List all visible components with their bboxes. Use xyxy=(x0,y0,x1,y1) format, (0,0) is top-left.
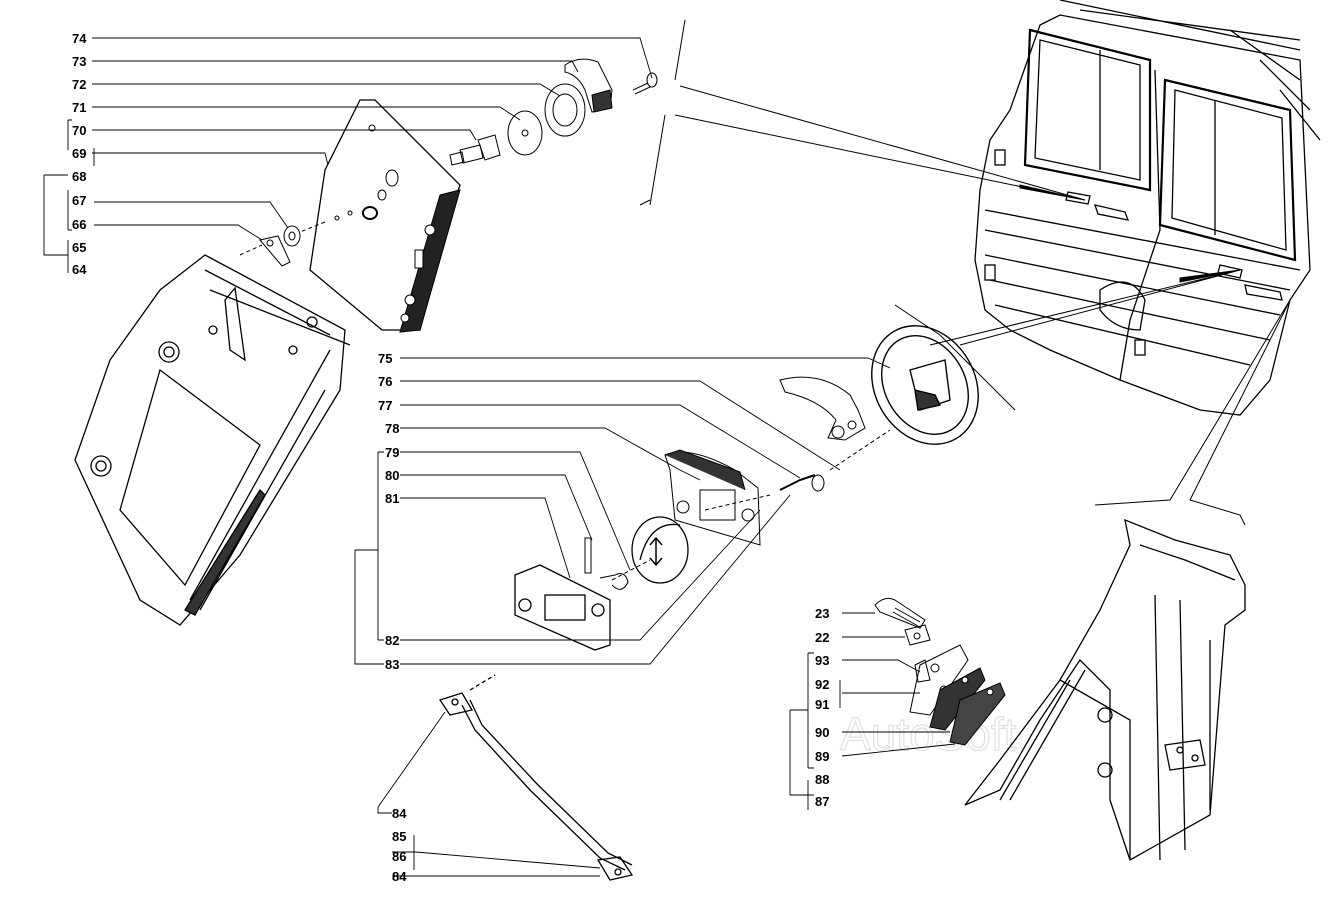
label-79: 79 xyxy=(385,445,399,460)
label-67: 67 xyxy=(72,193,86,208)
part-23-screw xyxy=(874,597,926,629)
part-66-bracket xyxy=(259,235,291,267)
label-76: 76 xyxy=(378,374,392,389)
part-72-ring xyxy=(544,83,586,137)
label-22: 22 xyxy=(815,630,829,645)
label-80: 80 xyxy=(385,468,399,483)
label-73: 73 xyxy=(72,54,86,69)
label-66: 66 xyxy=(72,217,86,232)
part-77-spring xyxy=(779,474,825,492)
part-labels: 74 73 72 71 70 69 68 67 66 65 64 75 76 7… xyxy=(72,31,829,884)
part-84-86-rod xyxy=(438,674,634,881)
part-76-lever xyxy=(779,376,866,441)
label-87: 87 xyxy=(815,794,829,809)
label-72: 72 xyxy=(72,77,86,92)
label-68: 68 xyxy=(72,169,86,184)
leader-lines xyxy=(43,37,956,877)
label-23: 23 xyxy=(815,606,829,621)
label-93: 93 xyxy=(815,653,829,668)
label-81: 81 xyxy=(385,491,399,506)
label-71: 71 xyxy=(72,100,86,115)
label-74: 74 xyxy=(72,31,87,46)
part-82-base-plate xyxy=(514,564,611,651)
part-81-spring xyxy=(599,573,629,590)
part-80-pin xyxy=(584,537,592,574)
watermark: AutoSoft xyxy=(840,708,1017,760)
label-84-upper: 84 xyxy=(392,806,407,821)
part-75-bezel xyxy=(871,325,979,445)
pillar-illustration xyxy=(964,518,1246,861)
label-77: 77 xyxy=(378,398,392,413)
part-70-pin xyxy=(449,134,501,166)
part-67-bushing xyxy=(283,225,301,247)
label-86: 86 xyxy=(392,849,406,864)
part-71-washer xyxy=(507,110,543,156)
part-74-screw xyxy=(632,72,658,95)
part-22-clip xyxy=(904,624,931,646)
label-85: 85 xyxy=(392,829,406,844)
label-64: 64 xyxy=(72,262,87,277)
part-78-housing xyxy=(664,449,761,546)
label-84-lower: 84 xyxy=(392,869,407,884)
label-65: 65 xyxy=(72,240,86,255)
label-70: 70 xyxy=(72,123,86,138)
label-78: 78 xyxy=(385,421,399,436)
van-body-illustration xyxy=(974,0,1321,416)
part-79-button xyxy=(631,516,689,584)
label-75: 75 xyxy=(378,351,392,366)
label-92: 92 xyxy=(815,677,829,692)
label-91: 91 xyxy=(815,697,829,712)
door-panel-illustration xyxy=(74,254,351,626)
label-88: 88 xyxy=(815,772,829,787)
part-89-shim-plate xyxy=(949,682,1006,746)
mounting-plate xyxy=(309,99,461,333)
part-73-handle xyxy=(564,58,613,113)
label-90: 90 xyxy=(815,725,829,740)
label-82: 82 xyxy=(385,633,399,648)
label-83: 83 xyxy=(385,657,399,672)
label-89: 89 xyxy=(815,749,829,764)
label-69: 69 xyxy=(72,146,86,161)
